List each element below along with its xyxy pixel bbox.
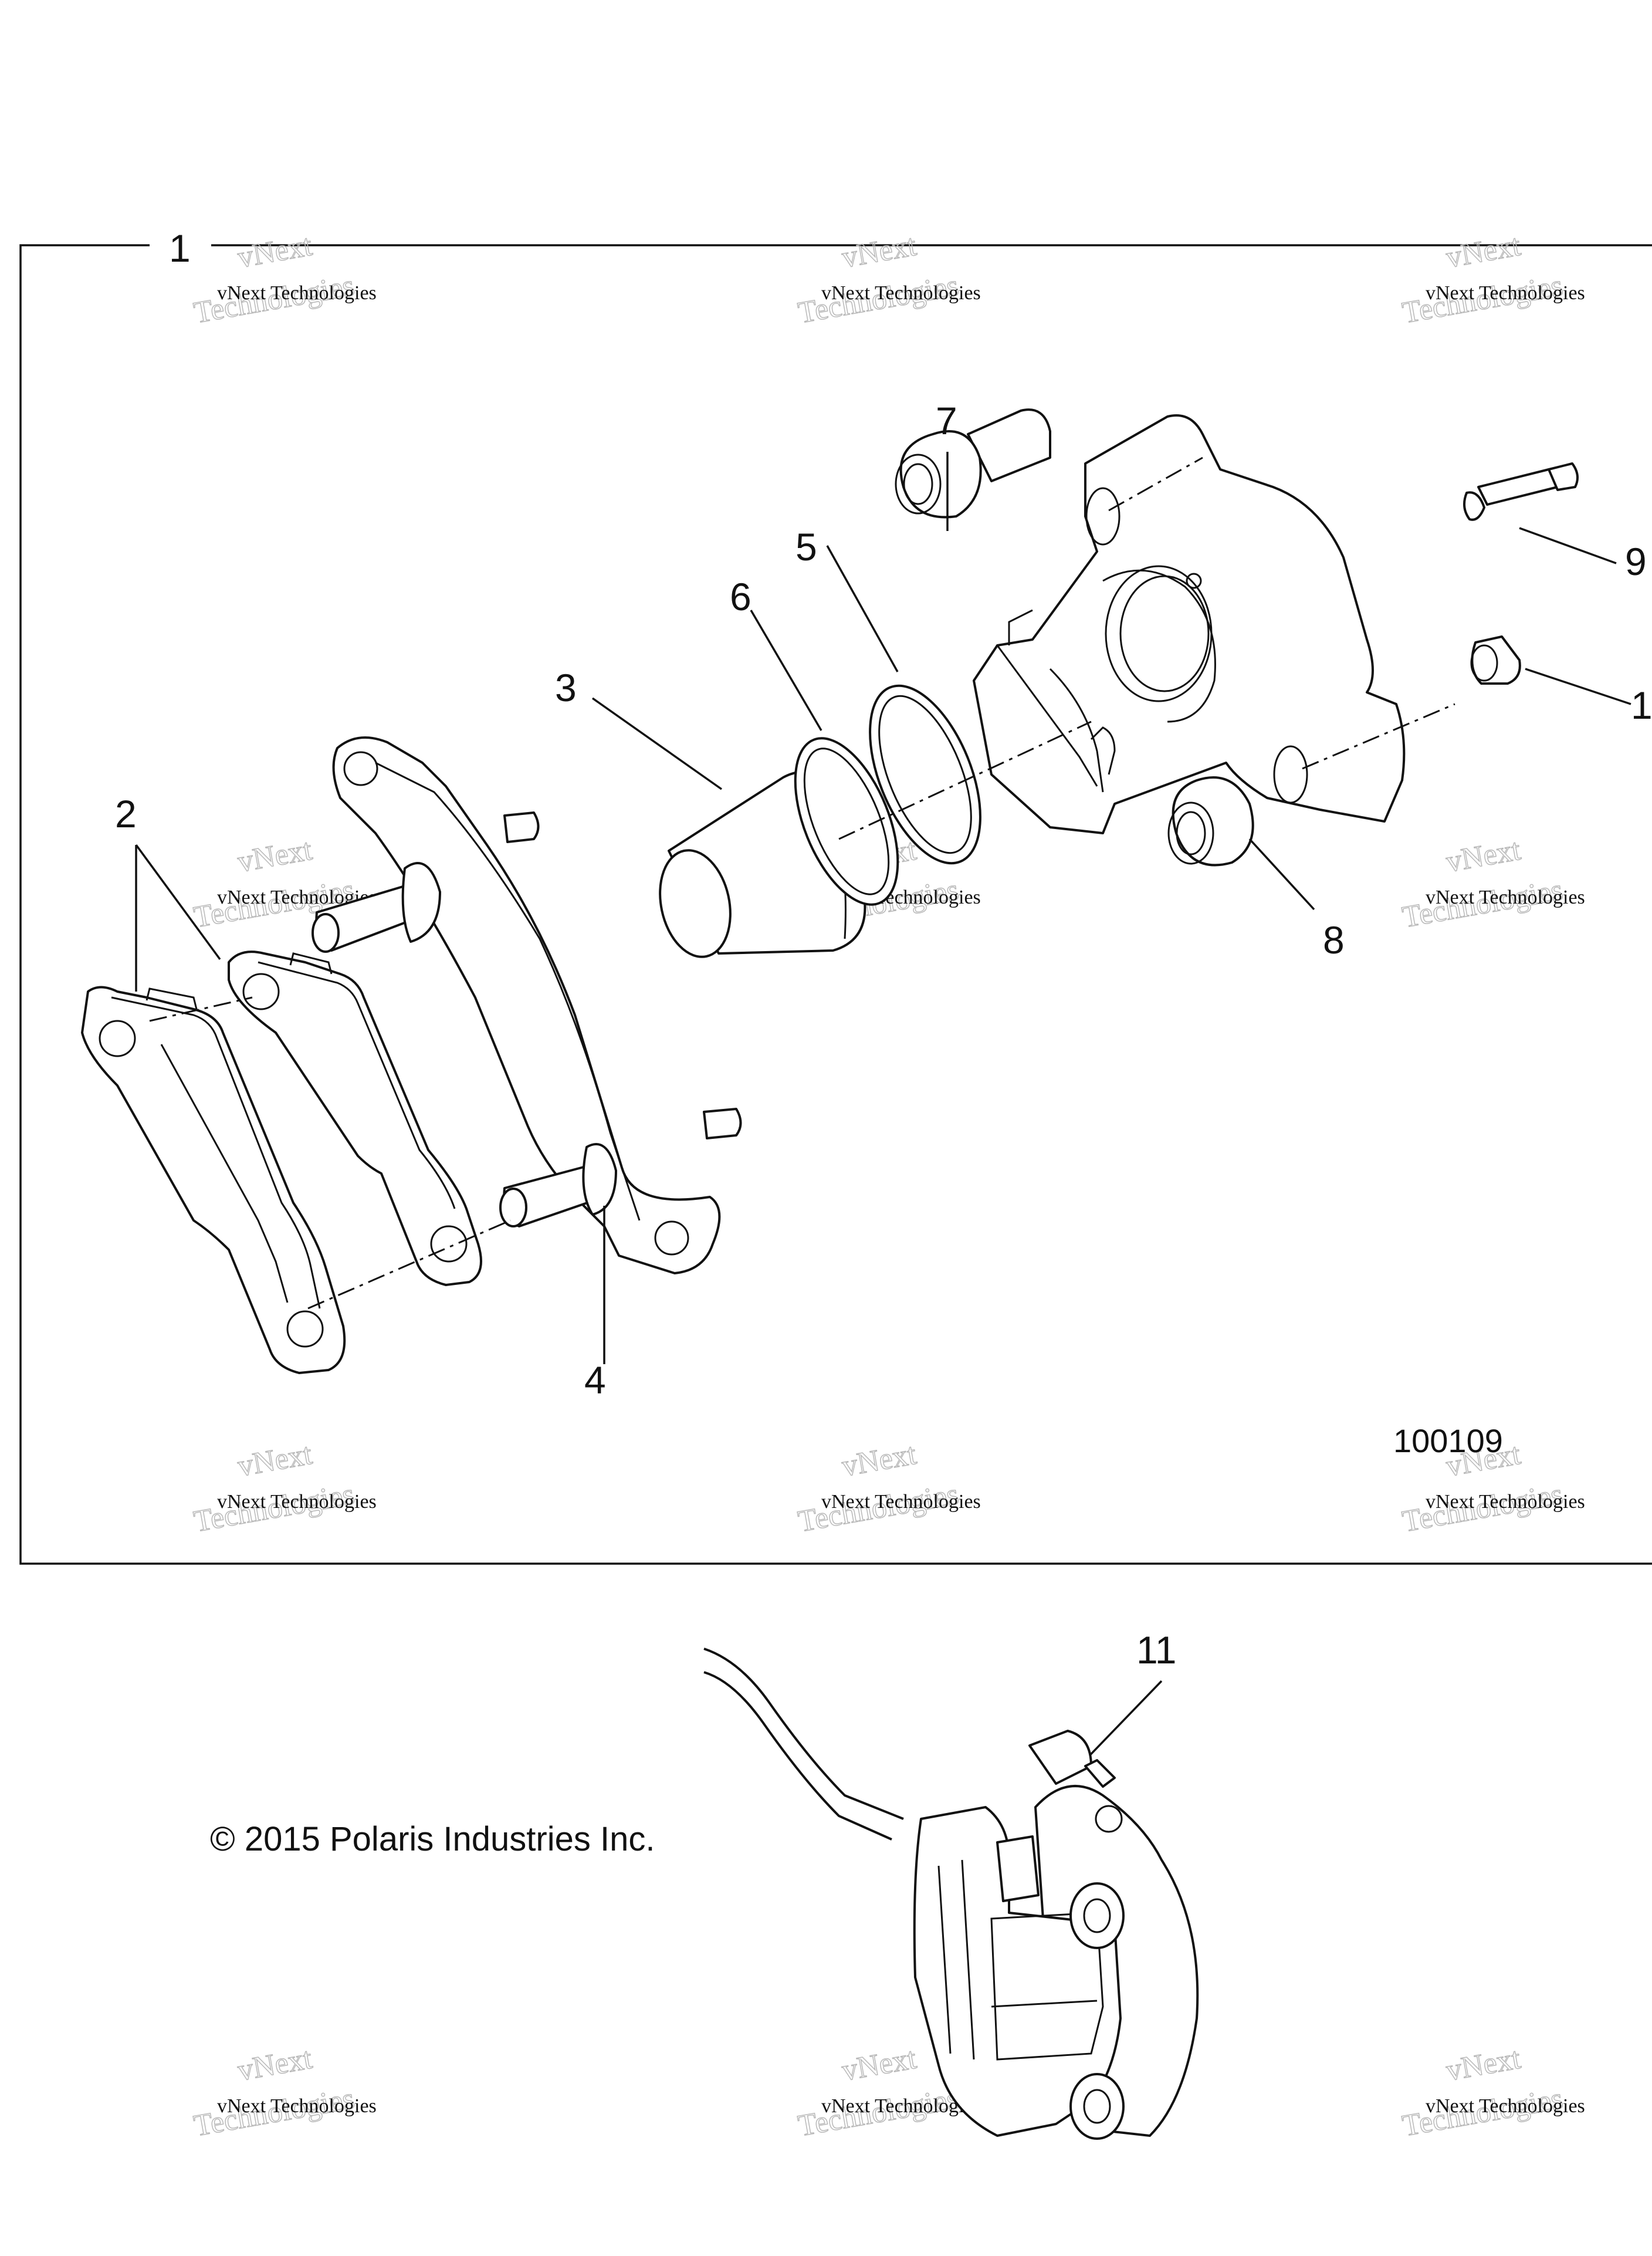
kit-frame [19, 244, 1652, 1565]
svg-text:vNext Technologies: vNext Technologies [1426, 1491, 1585, 1513]
svg-text:vNext: vNext [839, 2042, 919, 2088]
svg-text:vNext Technologies: vNext Technologies [821, 1491, 981, 1513]
piston-seal [794, 737, 899, 906]
svg-text:vNext Technologies: vNext Technologies [1426, 887, 1585, 908]
svg-text:vNext Technologies: vNext Technologies [217, 2095, 377, 2117]
svg-text:vNext Technologies: vNext Technologies [821, 282, 981, 304]
caliper-housing [973, 414, 1406, 834]
svg-text:vNext Technologies: vNext Technologies [217, 1491, 377, 1513]
assembly-lines [149, 456, 1455, 1310]
callout-leaders [135, 452, 1631, 1767]
callout-4: 4 [584, 1358, 606, 1402]
svg-text:vNext: vNext [839, 1438, 919, 1483]
svg-text:vNext Technologies: vNext Technologies [1426, 282, 1585, 304]
assembled-caliper [703, 1648, 1199, 2140]
callout-5: 5 [795, 525, 817, 569]
callout-11: 11 [1136, 1628, 1177, 1672]
callout-labels: 1 2 3 4 5 6 7 8 9 10 11 [115, 226, 1652, 1672]
caliper-bracket [312, 736, 742, 1274]
figure-number: 100109 [1393, 1422, 1503, 1459]
bleeder-cap [1470, 635, 1521, 685]
svg-text:vNext: vNext [1444, 229, 1524, 275]
copyright-notice: © 2015 Polaris Industries Inc. [210, 1820, 655, 1858]
svg-text:vNext: vNext [1444, 833, 1524, 879]
callout-3: 3 [555, 666, 577, 709]
svg-text:vNext: vNext [839, 229, 919, 275]
callout-1: 1 [169, 226, 191, 270]
callout-9: 9 [1625, 540, 1647, 583]
callout-2: 2 [115, 792, 137, 836]
svg-text:vNext: vNext [1444, 2042, 1524, 2088]
svg-text:vNext: vNext [235, 229, 315, 275]
brake-pad-outer [81, 986, 346, 1374]
svg-text:vNext: vNext [235, 2042, 315, 2088]
brake-pad-inner [228, 951, 482, 1286]
callout-8: 8 [1323, 918, 1345, 962]
svg-text:vNext Technologies: vNext Technologies [1426, 2095, 1585, 2117]
callout-7: 7 [936, 399, 957, 442]
callout-6: 6 [730, 575, 751, 618]
svg-text:vNext Technologies: vNext Technologies [217, 282, 377, 304]
dust-seal [869, 684, 981, 865]
slide-pin-upper [895, 408, 1051, 519]
svg-text:vNext: vNext [235, 833, 315, 879]
svg-text:vNext: vNext [235, 1438, 315, 1483]
bleeder-screw [1463, 462, 1579, 521]
callout-10: 10 [1631, 684, 1652, 727]
slide-pin-boot-lower [1167, 776, 1254, 867]
